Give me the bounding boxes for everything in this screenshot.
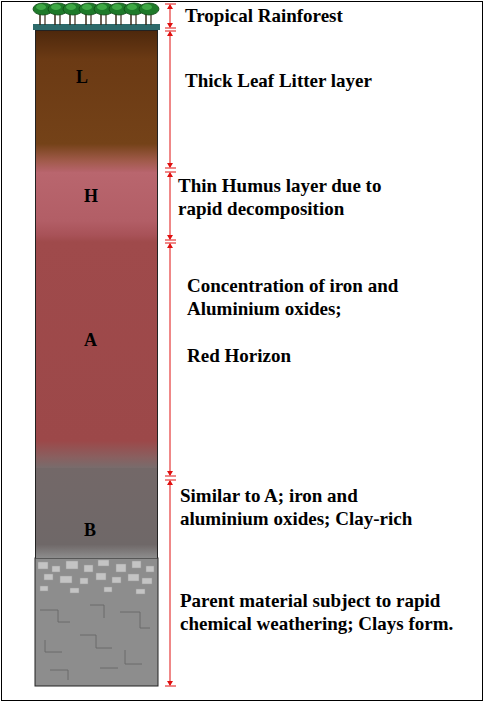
horizon-description: Parent material subject to rapid chemica…	[180, 589, 470, 635]
horizon-letter: H	[84, 186, 98, 206]
horizon-description: Concentration of iron and Aluminium oxid…	[187, 274, 437, 320]
description-text: Similar to A; iron and aluminium oxides;…	[180, 484, 430, 530]
horizon-description: Thick Leaf Litter layer	[185, 69, 475, 92]
description-text: Tropical Rainforest	[185, 4, 475, 27]
horizon-description: Red Horizon	[187, 344, 437, 367]
rainforest-trees	[33, 3, 160, 30]
description-text: Concentration of iron and Aluminium oxid…	[187, 274, 437, 320]
soil-horizon-band: A	[35, 242, 158, 468]
soil-horizon-band: H	[35, 172, 158, 242]
soil-horizon-band: B	[35, 468, 158, 558]
parent-material	[35, 558, 158, 686]
horizon-letter: B	[84, 520, 96, 540]
description-text: Red Horizon	[187, 344, 437, 367]
range-arrows	[165, 4, 176, 686]
soil-horizon-band: L	[35, 30, 158, 172]
horizon-description: Similar to A; iron and aluminium oxides;…	[180, 484, 430, 530]
description-text: Thin Humus layer due to rapid decomposit…	[178, 174, 418, 220]
horizon-description: Tropical Rainforest	[185, 4, 475, 27]
description-text: Parent material subject to rapid chemica…	[180, 589, 470, 635]
horizon-letter: L	[76, 67, 88, 87]
horizon-description: Thin Humus layer due to rapid decomposit…	[178, 174, 418, 220]
horizon-letter: A	[84, 330, 97, 350]
description-text: Thick Leaf Litter layer	[185, 69, 475, 92]
